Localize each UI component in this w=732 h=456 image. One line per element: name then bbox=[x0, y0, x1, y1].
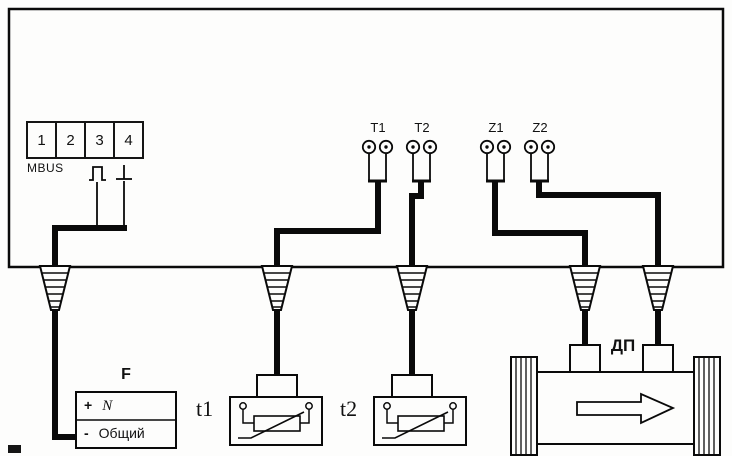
mbus-terminal-3: 3 bbox=[84, 121, 115, 159]
scan-artifact-mark bbox=[8, 445, 21, 453]
minus-sign: - bbox=[84, 425, 89, 441]
cable-gland-icon bbox=[261, 265, 293, 311]
screw-terminal-z1-b bbox=[496, 139, 512, 155]
sensor-t2-connector bbox=[391, 374, 433, 398]
sensor-t2-graphic bbox=[373, 374, 467, 446]
thermistor-icon bbox=[253, 415, 301, 432]
power-supply-row-plus: + N bbox=[84, 397, 112, 415]
z2-flow-cable bbox=[536, 181, 661, 347]
meter-terminal-box-right bbox=[642, 344, 674, 374]
terminal-pair-label-z2: Z2 bbox=[532, 120, 548, 135]
power-supply-common-label: Общий bbox=[98, 425, 145, 441]
sensor-t1-graphic bbox=[229, 374, 323, 446]
mbus-terminal-1: 1 bbox=[26, 121, 57, 159]
screw-terminal-t1-a bbox=[361, 139, 377, 155]
cable-gland-icon bbox=[396, 265, 428, 311]
flow-transducer-graphic bbox=[510, 344, 721, 456]
screw-terminal-z1-a bbox=[479, 139, 495, 155]
screw-terminal-t2-a bbox=[405, 139, 421, 155]
terminal-pair-label-t1: T1 bbox=[370, 120, 386, 135]
z1-flow-cable bbox=[492, 181, 588, 347]
mbus-terminal-2: 2 bbox=[55, 121, 86, 159]
thermistor-icon bbox=[397, 415, 445, 432]
device-enclosure-outline bbox=[7, 7, 725, 269]
meter-flange-left bbox=[510, 356, 538, 456]
screw-terminal-z2-b bbox=[540, 139, 556, 155]
cable-gland-icon bbox=[642, 265, 674, 311]
mbus-cable bbox=[52, 225, 127, 440]
t1-sensor-cable bbox=[274, 181, 381, 378]
pulse-output-icon bbox=[89, 166, 106, 181]
mbus-terminal-4: 4 bbox=[113, 121, 144, 159]
plus-sign: + bbox=[84, 397, 93, 413]
mbus-label: MBUS bbox=[27, 161, 64, 175]
flow-arrow-icon bbox=[576, 392, 676, 425]
power-supply-title: F bbox=[121, 366, 131, 383]
terminal-stubs bbox=[368, 154, 549, 181]
ground-icon bbox=[116, 165, 132, 180]
screw-terminal-t1-b bbox=[378, 139, 394, 155]
screw-terminal-t2-b bbox=[422, 139, 438, 155]
cable-gland-icon bbox=[569, 265, 601, 311]
terminal-pair-label-t2: T2 bbox=[414, 120, 430, 135]
flow-transducer-label: ДП bbox=[610, 336, 636, 355]
cable-gland-icon bbox=[39, 265, 71, 311]
sensor-t1-label: t1 bbox=[196, 396, 214, 421]
power-supply-n-label: N bbox=[102, 398, 113, 414]
power-supply-row-minus: - Общий bbox=[84, 425, 145, 441]
meter-terminal-box-left bbox=[569, 344, 601, 374]
mbus-terminal-block: 1 2 3 4 bbox=[26, 121, 144, 159]
terminal-pair-label-z1: Z1 bbox=[488, 120, 504, 135]
screw-terminal-z2-a bbox=[523, 139, 539, 155]
sensor-t2-label: t2 bbox=[340, 396, 358, 421]
meter-flange-right bbox=[693, 356, 721, 456]
sensor-t1-connector bbox=[256, 374, 298, 398]
